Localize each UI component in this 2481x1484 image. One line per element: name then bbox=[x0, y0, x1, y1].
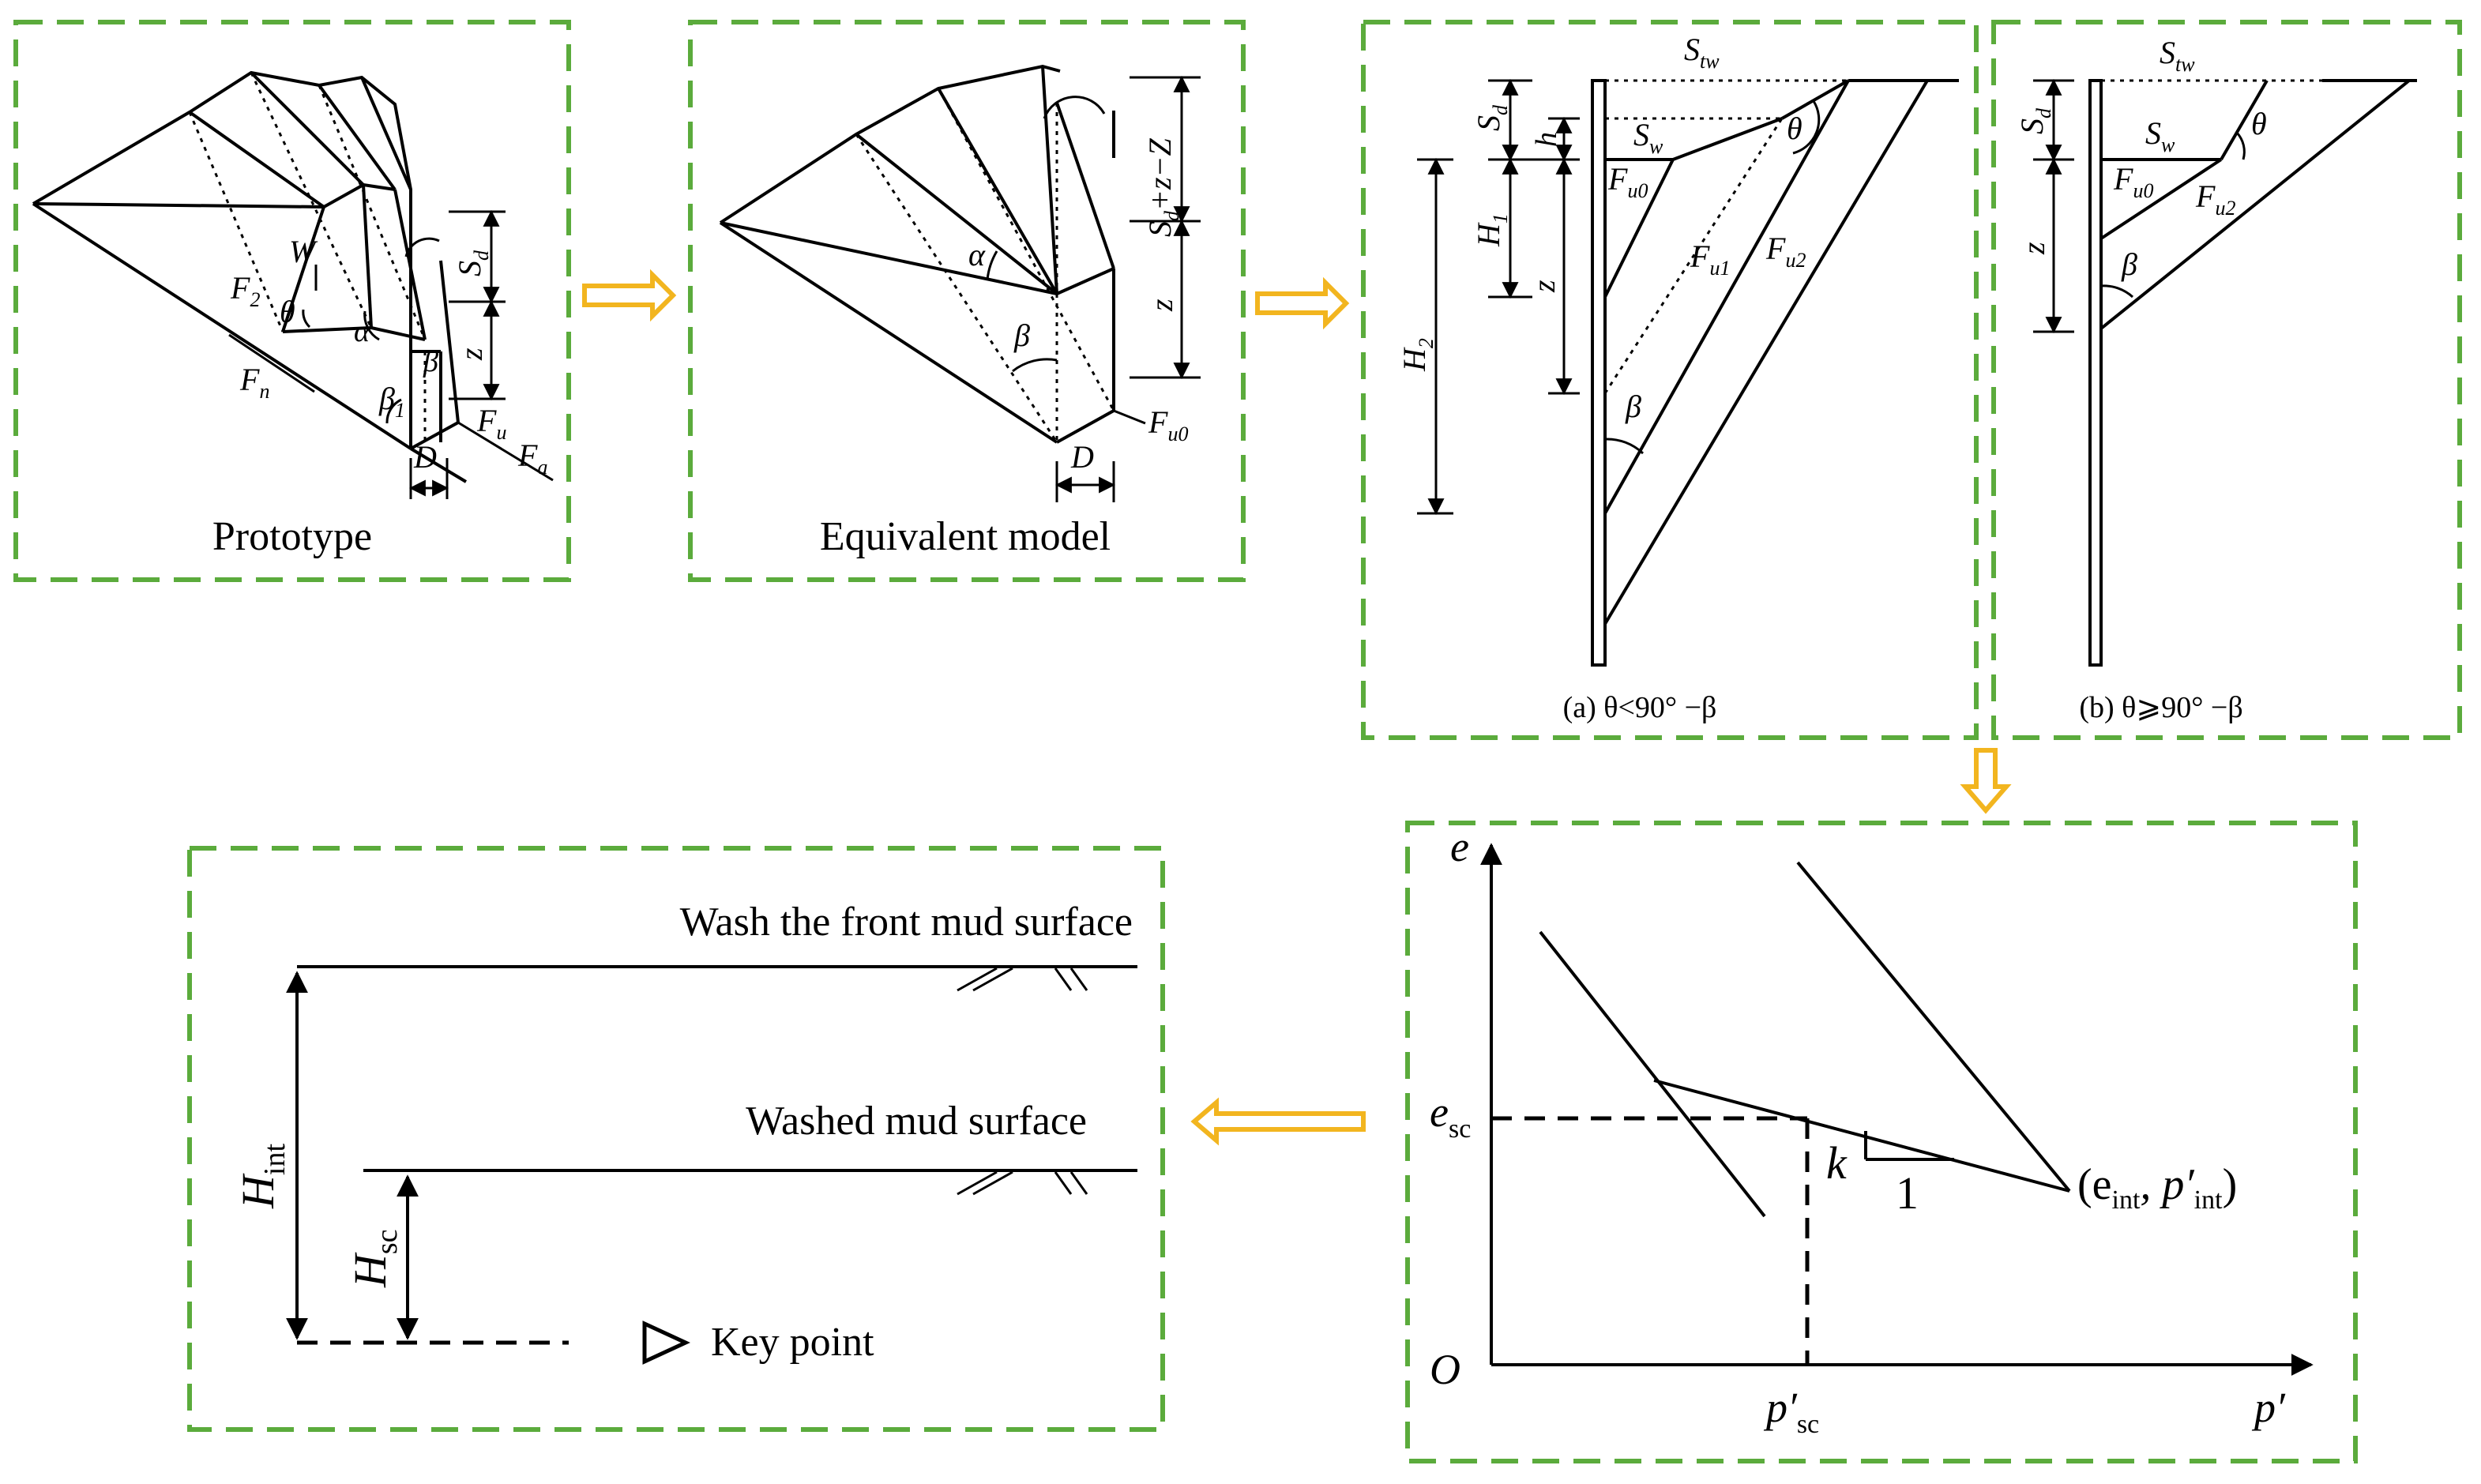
axis-label-e: e bbox=[1450, 823, 1469, 870]
caption-case-b: (b) θ⩾90° −β bbox=[2079, 691, 2242, 724]
panel-prototype: W F2 Fn θ α β β1 Sd z Fu Fa D Prototype bbox=[13, 20, 571, 582]
label-Stw-b: Stw bbox=[2160, 35, 2195, 76]
label-beta-a: β bbox=[1625, 389, 1641, 424]
case-b-drawing bbox=[2033, 78, 2417, 667]
label-bottom-surface: Washed mud surface bbox=[746, 1099, 1087, 1144]
label-Sd: Sd bbox=[452, 250, 493, 276]
label-h-a: h bbox=[1530, 132, 1563, 147]
label-beta: β bbox=[423, 345, 438, 378]
panel-e-p-curve: e p′ O esc p′sc k 1 (eint, p′int) bbox=[1405, 821, 2358, 1463]
axis-label-p: p′ bbox=[2251, 1384, 2286, 1431]
label-Fu0-b: Fu0 bbox=[2113, 161, 2153, 202]
label-z-b: z bbox=[2016, 242, 2051, 255]
label-z: z bbox=[453, 348, 489, 361]
label-Fu2-b: Fu2 bbox=[2195, 178, 2235, 220]
label-p-sc: p′sc bbox=[1763, 1384, 1819, 1439]
label-alpha-eq: α bbox=[968, 237, 986, 272]
label-z-eq: z bbox=[1144, 299, 1179, 312]
caption-equivalent: Equivalent model bbox=[820, 514, 1111, 559]
panel-equivalent-model: α β Sd+z−Z z Fu0 D Equivalent model bbox=[688, 20, 1246, 582]
panel-prototype-frame bbox=[13, 20, 571, 582]
label-Sd-z-Z: Sd+z−Z bbox=[1142, 137, 1183, 237]
panel-mud-frame bbox=[187, 846, 1165, 1432]
equivalent-drawing bbox=[719, 64, 1201, 502]
label-Fu0-a: Fu0 bbox=[1607, 161, 1648, 202]
label-theta-a: θ bbox=[1787, 111, 1802, 146]
label-top-surface: Wash the front mud surface bbox=[680, 900, 1133, 945]
caption-prototype: Prototype bbox=[212, 514, 372, 559]
label-int-point: (eint, p′int) bbox=[2077, 1160, 2237, 1215]
panel-case-a-frame bbox=[1361, 20, 1979, 740]
label-Fu1-a: Fu1 bbox=[1690, 239, 1730, 280]
origin-label: O bbox=[1430, 1346, 1460, 1393]
label-Sd-b: Sd bbox=[2014, 107, 2055, 134]
e-p-drawing bbox=[1480, 843, 2314, 1376]
case-a-drawing bbox=[1417, 78, 1959, 667]
label-Sd-a: Sd bbox=[1471, 104, 1512, 131]
label-beta-b: β bbox=[2121, 246, 2137, 282]
label-H2-a: H2 bbox=[1397, 338, 1438, 372]
label-Fu: Fu bbox=[476, 403, 506, 444]
panel-case-b: Stw Sw θ Fu0 Fu2 β Sd z (b) θ⩾90° −β bbox=[1991, 20, 2462, 740]
label-Stw-a: Stw bbox=[1684, 32, 1720, 73]
label-beta-eq: β bbox=[1013, 317, 1030, 353]
label-beta1: β1 bbox=[378, 381, 405, 422]
flow-arrow-1 bbox=[582, 269, 677, 322]
label-D: D bbox=[413, 439, 437, 475]
flow-arrow-4 bbox=[1190, 1097, 1366, 1146]
label-Sw-b: Sw bbox=[2145, 115, 2175, 156]
prototype-drawing bbox=[32, 70, 554, 499]
label-Fu2-a: Fu2 bbox=[1765, 231, 1806, 272]
label-e-sc: esc bbox=[1430, 1088, 1471, 1144]
panel-e-p-frame bbox=[1405, 821, 2358, 1463]
label-H-int: Hint bbox=[232, 1144, 291, 1209]
caption-case-a: (a) θ<90° −β bbox=[1563, 691, 1717, 724]
label-slope-k: k bbox=[1826, 1137, 1848, 1189]
flow-arrow-3 bbox=[1960, 748, 2012, 814]
label-theta: θ bbox=[280, 294, 295, 329]
label-theta-b: θ bbox=[2251, 106, 2267, 141]
label-F2: F2 bbox=[230, 270, 260, 311]
label-alpha: α bbox=[354, 315, 370, 348]
panel-equivalent-frame bbox=[688, 20, 1246, 582]
label-key-point: Key point bbox=[711, 1320, 874, 1365]
label-z-a: z bbox=[1526, 280, 1562, 293]
panel-case-b-frame bbox=[1991, 20, 2462, 740]
label-Fn: Fn bbox=[239, 362, 269, 403]
label-D-eq: D bbox=[1070, 439, 1094, 475]
panel-case-a: Stw Sw θ Fu0 Fu1 Fu2 β Sd h H1 z H2 (a) … bbox=[1361, 20, 1979, 740]
panel-mud-surface: Wash the front mud surface Washed mud su… bbox=[187, 846, 1165, 1432]
label-H-sc: Hsc bbox=[344, 1229, 404, 1288]
label-Fu0-eq: Fu0 bbox=[1148, 404, 1188, 445]
label-H1-a: H1 bbox=[1471, 213, 1512, 247]
label-slope-run: 1 bbox=[1896, 1167, 1919, 1219]
label-Fa: Fa bbox=[517, 438, 547, 479]
flow-arrow-2 bbox=[1255, 276, 1350, 330]
mud-drawing bbox=[286, 965, 1137, 1365]
label-Sw-a: Sw bbox=[1633, 117, 1663, 158]
label-W: W bbox=[289, 234, 318, 269]
